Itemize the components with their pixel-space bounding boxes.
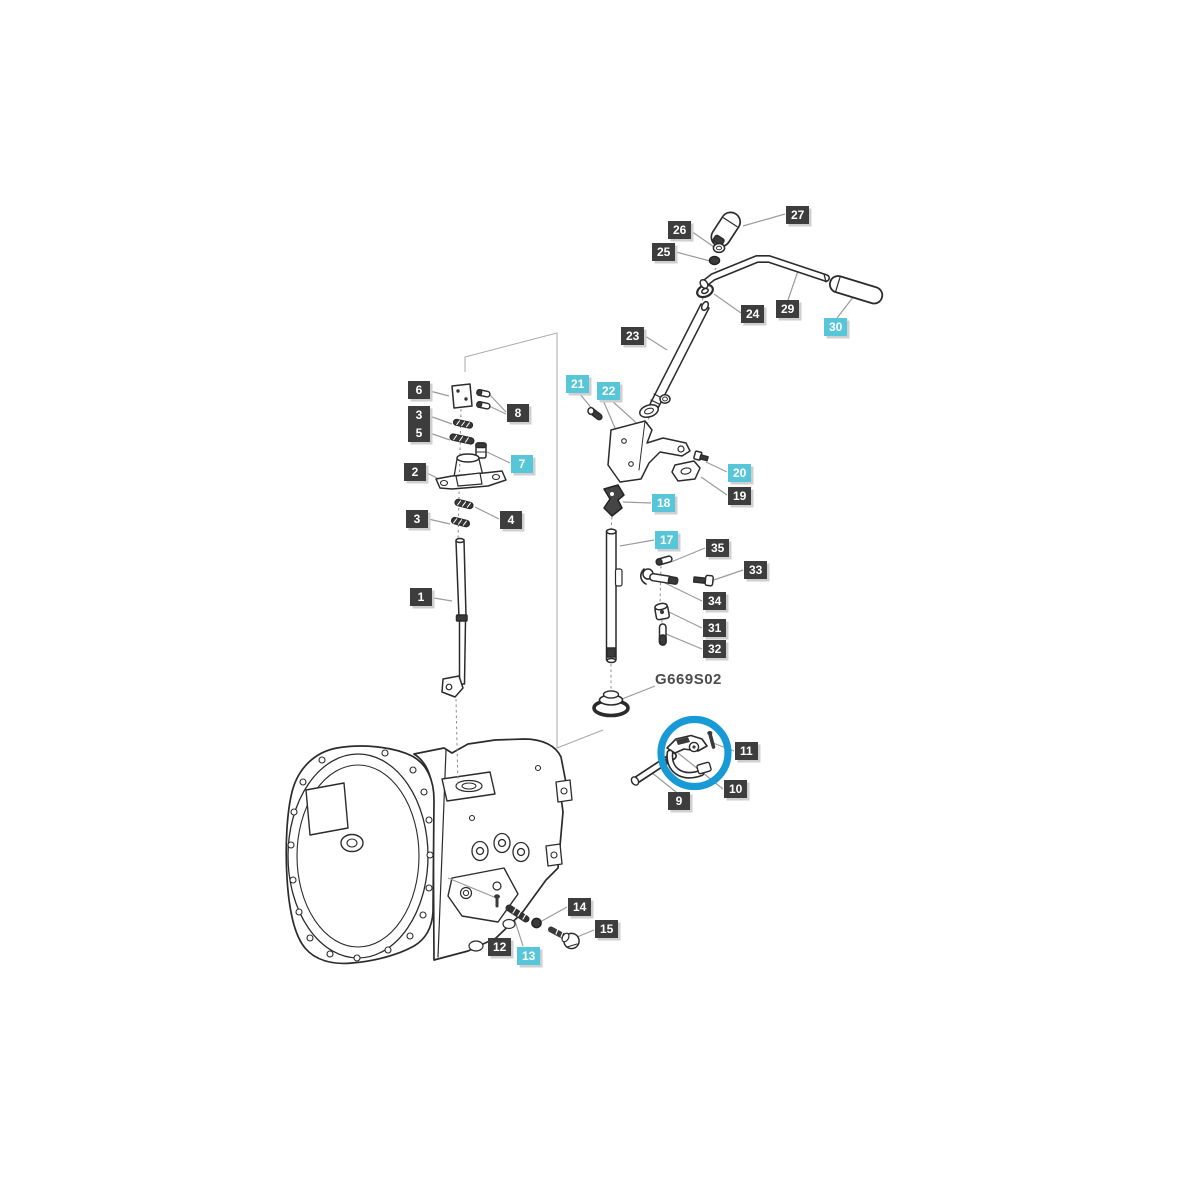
assembly-boundary-lines <box>464 332 604 749</box>
part-label-34[interactable]: 34 <box>703 592 727 610</box>
part-11-pin <box>707 731 716 749</box>
part-label-29[interactable]: 29 <box>776 300 800 318</box>
part-22-clamp-ring <box>639 394 671 418</box>
part-19-clevis <box>671 460 701 482</box>
part-25-nut <box>708 255 721 266</box>
part-label-13[interactable]: 13 <box>517 947 541 965</box>
part-7-detent-plunger <box>475 442 487 459</box>
part-label-27[interactable]: 27 <box>786 206 810 224</box>
part-8-bolts <box>476 388 491 410</box>
part-6-plate <box>451 383 473 409</box>
part-34-lever <box>640 568 679 585</box>
part-label-31[interactable]: 31 <box>703 619 727 637</box>
part-label-6[interactable]: 6 <box>408 381 430 399</box>
part-label-10[interactable]: 10 <box>724 780 748 798</box>
highlight-circle <box>657 715 732 791</box>
part-label-9[interactable]: 9 <box>668 792 690 810</box>
part-label-19[interactable]: 19 <box>728 487 752 505</box>
part-5-spring <box>449 433 475 445</box>
part-label-5[interactable]: 5 <box>408 424 430 442</box>
part-label-23[interactable]: 23 <box>621 327 645 345</box>
part-label-7[interactable]: 7 <box>511 455 533 473</box>
part-label-24[interactable]: 24 <box>741 305 765 323</box>
transmission-housing-drawing <box>285 738 573 965</box>
part-33-bolt <box>692 574 714 587</box>
part-2-lever-mount <box>435 453 507 490</box>
shifter-linkage-parts <box>494 211 884 950</box>
part-label-12[interactable]: 12 <box>488 938 512 956</box>
part-1-gear-lever <box>441 537 468 698</box>
part-13-spring <box>505 904 530 923</box>
part-26-nut <box>712 242 726 254</box>
part-label-11[interactable]: 11 <box>735 742 758 760</box>
part-18-link <box>603 484 625 517</box>
part-label-1[interactable]: 1 <box>410 588 432 606</box>
boot-grommet <box>592 690 630 718</box>
part-label-3-upper[interactable]: 3 <box>408 406 430 424</box>
part-10-shift-fork <box>666 734 712 779</box>
part-12-pin <box>494 894 500 908</box>
part-label-33[interactable]: 33 <box>744 561 768 579</box>
part-3-spring-upper <box>452 418 474 429</box>
part-label-4[interactable]: 4 <box>500 511 522 529</box>
lever-subassembly-parts <box>435 383 507 698</box>
part-label-20[interactable]: 20 <box>728 464 752 482</box>
part-14-ball <box>531 917 542 929</box>
part-label-14[interactable]: 14 <box>568 898 592 916</box>
part-17-rod <box>605 528 623 664</box>
part-label-8[interactable]: 8 <box>507 404 529 422</box>
part-label-15[interactable]: 15 <box>595 920 619 938</box>
part-label-30[interactable]: 30 <box>824 318 848 336</box>
part-24-washer <box>696 283 714 299</box>
part-label-35[interactable]: 35 <box>706 539 730 557</box>
part-27-knob <box>710 211 741 248</box>
part-label-18[interactable]: 18 <box>652 494 676 512</box>
part-20-bolt <box>693 450 709 462</box>
part-23-shaft <box>646 300 710 415</box>
part-15-plug-bolt <box>548 926 580 950</box>
over-housing-lines <box>447 698 495 898</box>
part-35-pin <box>655 555 673 566</box>
part-31-roller <box>654 602 670 621</box>
part-4-spring <box>454 498 474 510</box>
part-3-spring-lower <box>450 516 471 528</box>
part-label-21[interactable]: 21 <box>566 375 590 393</box>
part-label-26[interactable]: 26 <box>668 221 692 239</box>
part-21-bolt <box>587 406 603 421</box>
part-label-17[interactable]: 17 <box>655 531 679 549</box>
part-29-bent-rod <box>699 255 830 289</box>
part-label-3-lower[interactable]: 3 <box>406 510 428 528</box>
part-22-bracket <box>607 420 691 483</box>
part-32-pin <box>658 623 667 646</box>
part-label-22[interactable]: 22 <box>597 382 621 400</box>
part-label-2[interactable]: 2 <box>404 463 426 481</box>
part-label-32[interactable]: 32 <box>703 640 727 658</box>
figure-code: G669S02 <box>655 671 722 688</box>
part-30-grip <box>828 275 884 305</box>
part-label-25[interactable]: 25 <box>652 243 676 261</box>
